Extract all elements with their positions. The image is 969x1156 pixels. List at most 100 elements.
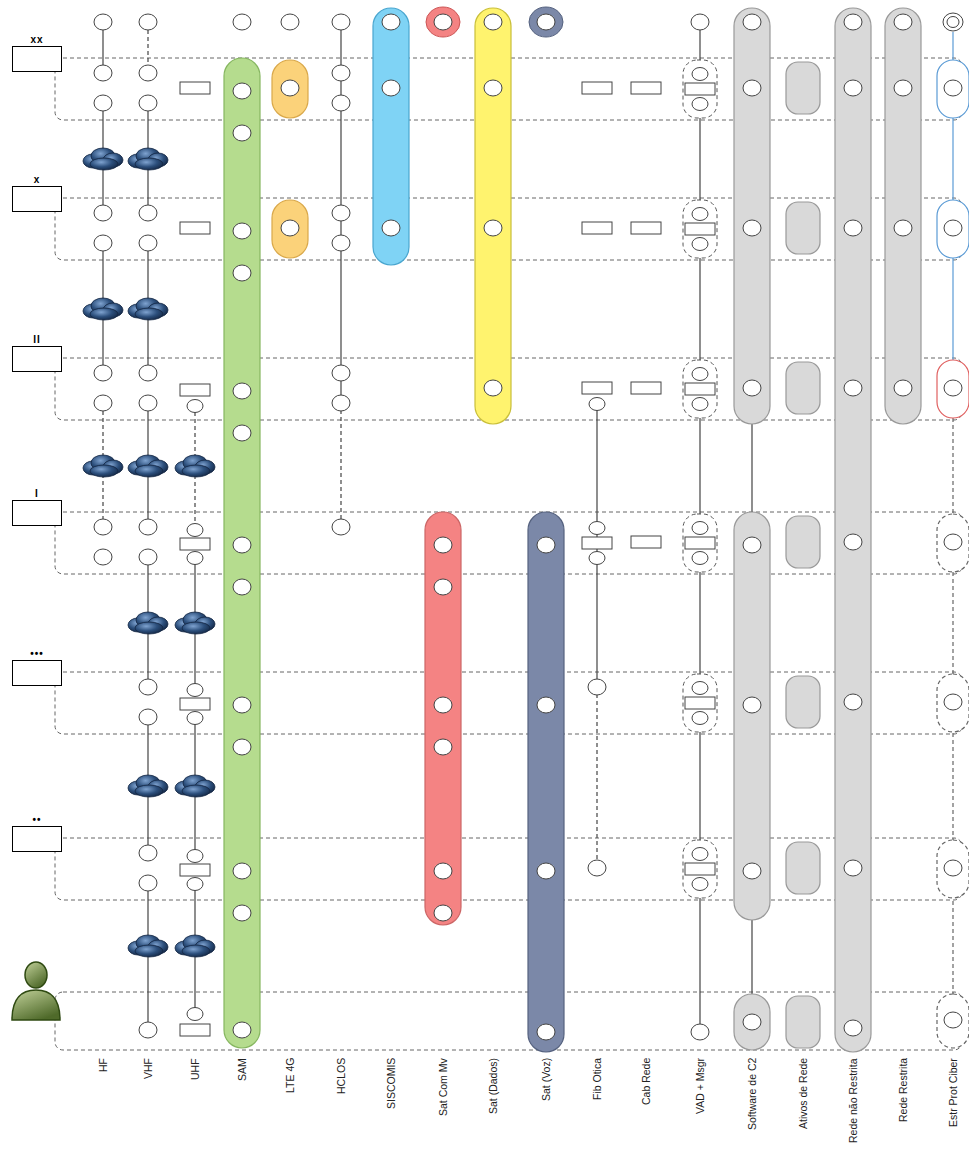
link-node-circle: [139, 395, 157, 411]
column-label: HCLOS: [335, 1058, 348, 1094]
column-label: Cab Rede: [640, 1058, 653, 1105]
system-bar: [272, 60, 308, 118]
link-node-circle: [743, 80, 761, 96]
link-node-circle: [187, 524, 203, 537]
user-icon: [12, 962, 60, 1020]
column-label: Ativos de Rede: [797, 1058, 810, 1129]
network-asset-block: [786, 362, 820, 414]
link-node-circle: [139, 205, 157, 221]
link-node-circle: [233, 265, 251, 281]
link-node-circle: [484, 380, 502, 396]
protection-pill: [937, 200, 969, 258]
radio-link-cloud: [128, 455, 168, 477]
link-node-circle: [589, 398, 605, 411]
link-node-circle: [589, 552, 605, 565]
level-rect: [12, 500, 62, 526]
link-node-circle: [426, 7, 460, 37]
equipment-rect: [685, 83, 715, 95]
link-node-circle: [692, 552, 708, 565]
level-label: xx: [12, 34, 62, 46]
link-node-circle: [187, 552, 203, 565]
link-node-circle: [233, 425, 251, 441]
system-bar: [475, 8, 511, 424]
link-node-circle: [743, 380, 761, 396]
equipment-rect: [582, 82, 612, 94]
network-asset-block: [786, 676, 820, 728]
equipment-rect: [180, 864, 210, 876]
radio-link-cloud: [128, 612, 168, 634]
link-node-circle: [844, 694, 862, 710]
cloud-puff: [135, 158, 163, 170]
link-node-circle: [692, 878, 708, 891]
protection-pill: [937, 60, 969, 118]
user-head: [25, 962, 47, 988]
link-node-circle: [187, 850, 203, 863]
link-line: [751, 920, 752, 994]
link-node-circle: [944, 860, 962, 876]
link-node-circle: [434, 579, 452, 595]
level-label: •••: [12, 648, 62, 660]
link-node-circle: [691, 1024, 709, 1040]
link-node-circle: [529, 7, 563, 37]
link-node-circle: [382, 80, 400, 96]
link-node-circle: [692, 208, 708, 221]
network-asset-block: [786, 516, 820, 568]
link-node-circle: [844, 380, 862, 396]
cloud-puff: [182, 465, 210, 477]
system-bar: [224, 58, 260, 1048]
link-node-circle: [434, 697, 452, 713]
link-node-circle: [692, 398, 708, 411]
level-label: x: [12, 174, 62, 186]
radio-link-cloud: [175, 612, 215, 634]
column-label: Sat (Voz): [540, 1058, 553, 1101]
link-node-circle: [894, 220, 912, 236]
cloud-puff: [182, 622, 210, 634]
link-line: [102, 30, 103, 65]
link-node-circle: [434, 905, 452, 921]
system-bar: [272, 200, 308, 258]
link-node-circle: [692, 98, 708, 111]
radio-link-cloud: [128, 148, 168, 170]
system-bar: [885, 8, 921, 424]
link-node-circle: [139, 845, 157, 861]
cloud-puff: [135, 945, 163, 957]
link-node-circle: [139, 679, 157, 695]
link-node-circle: [743, 697, 761, 713]
link-node-circle: [944, 80, 962, 96]
level-box: II: [12, 334, 62, 372]
link-node-circle: [844, 534, 862, 550]
link-node-circle: [434, 14, 452, 30]
link-node-circle: [589, 522, 605, 535]
link-node-circle: [233, 863, 251, 879]
column-label: LTE 4G: [284, 1058, 297, 1093]
protection-pill: [937, 514, 969, 572]
column-label: Fib Otica: [591, 1058, 604, 1100]
equipment-rect: [631, 82, 661, 94]
column-label: VAD + Msgr: [694, 1058, 707, 1114]
link-node-circle: [233, 537, 251, 553]
link-node-circle: [947, 17, 959, 28]
link-node-circle: [588, 860, 606, 876]
link-node-circle: [94, 235, 112, 251]
link-line: [340, 403, 341, 527]
link-node-circle: [894, 14, 912, 30]
level-box: I: [12, 488, 62, 526]
level-rect: [12, 660, 62, 686]
equipment-rect: [631, 222, 661, 234]
equipment-rect: [180, 384, 210, 396]
dashed-oval: [683, 514, 717, 572]
cloud-puff: [135, 622, 163, 634]
dashed-oval: [683, 360, 717, 418]
link-node-circle: [233, 905, 251, 921]
dashed-oval: [683, 674, 717, 732]
radio-link-cloud: [83, 298, 123, 320]
link-node-circle: [139, 65, 157, 81]
link-node-circle: [139, 1022, 157, 1038]
system-bar: [835, 8, 871, 1052]
equipment-rect: [685, 383, 715, 395]
level-box: ••: [12, 814, 62, 852]
link-node-circle: [233, 1022, 251, 1038]
column-label: Rede Restrita: [897, 1058, 910, 1122]
link-node-circle: [537, 1024, 555, 1040]
link-node-circle: [139, 235, 157, 251]
